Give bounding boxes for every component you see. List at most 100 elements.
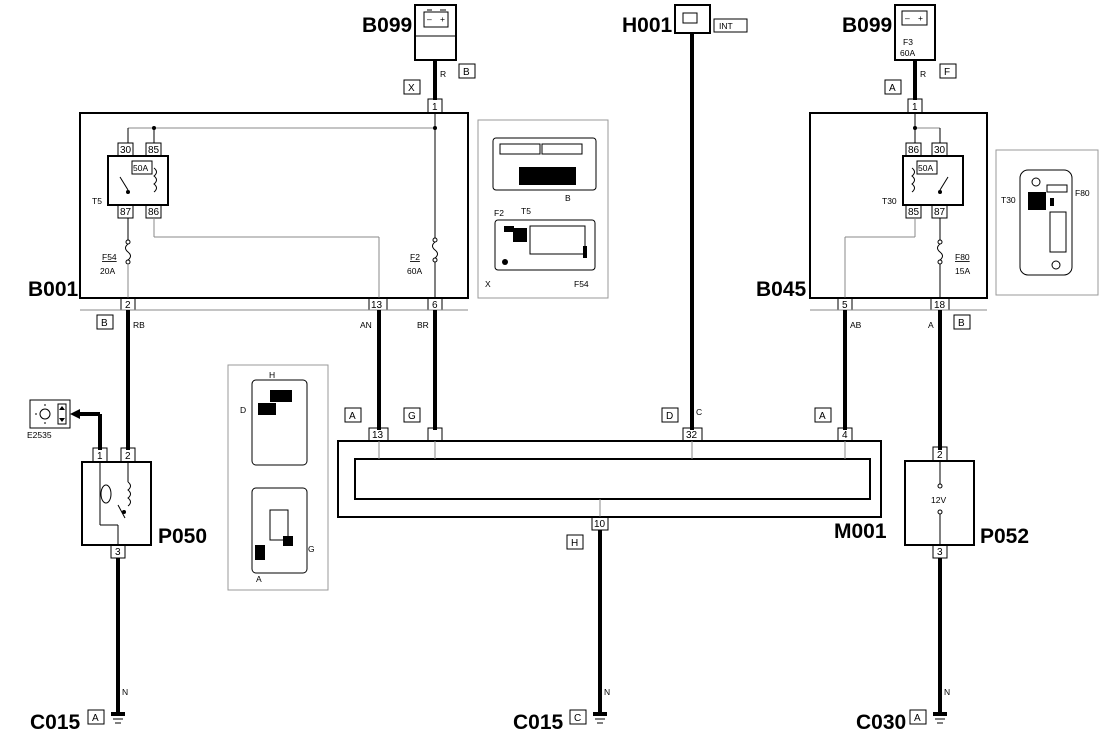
wire-label-r-left: R (440, 69, 446, 79)
inset-m001-layout: H D G A (227, 364, 329, 591)
svg-text:B: B (101, 318, 108, 329)
svg-text:13: 13 (371, 300, 383, 311)
svg-text:1: 1 (97, 451, 103, 462)
svg-text:50A: 50A (918, 163, 933, 173)
svg-text:+: + (918, 13, 923, 23)
ground-c015-c[interactable]: C015 C (513, 709, 607, 734)
svg-text:3: 3 (937, 547, 943, 558)
b099-left-code: B099 (362, 14, 412, 37)
svg-text:A: A (928, 320, 934, 330)
svg-text:87: 87 (934, 207, 946, 218)
svg-text:10: 10 (594, 519, 606, 530)
p050-code: P050 (158, 525, 207, 548)
svg-text:13: 13 (372, 430, 384, 441)
svg-text:RB: RB (133, 320, 145, 330)
svg-text:15A: 15A (955, 266, 970, 276)
svg-text:N: N (122, 687, 128, 697)
b001-code: B001 (28, 278, 79, 301)
svg-text:C030: C030 (856, 711, 906, 734)
m001-code: M001 (834, 520, 887, 543)
svg-text:H: H (571, 538, 578, 549)
svg-text:F3: F3 (903, 37, 913, 47)
svg-text:2: 2 (937, 450, 943, 461)
svg-text:C015: C015 (30, 711, 81, 734)
svg-text:–: – (905, 13, 910, 23)
fusebox-b001[interactable]: B001 30 85 50A T5 87 86 F54 20A (28, 112, 469, 311)
svg-text:B: B (565, 193, 571, 203)
svg-text:T5: T5 (92, 196, 102, 206)
svg-text:AB: AB (850, 320, 862, 330)
svg-text:87: 87 (120, 207, 132, 218)
svg-text:AN: AN (360, 320, 372, 330)
svg-text:C: C (696, 407, 702, 417)
svg-text:30: 30 (934, 145, 946, 156)
svg-text:INT: INT (719, 21, 733, 31)
svg-text:5: 5 (842, 300, 848, 311)
svg-text:32: 32 (686, 430, 698, 441)
svg-text:85: 85 (148, 145, 160, 156)
svg-text:1: 1 (912, 102, 918, 113)
inset-b045-layout: T30 F80 (995, 149, 1099, 296)
svg-text:50A: 50A (133, 163, 148, 173)
svg-text:85: 85 (908, 207, 920, 218)
module-m001[interactable]: A G D A 13 32 4 M001 10 H (337, 407, 887, 550)
switch-p052[interactable]: 2 12V P052 3 (904, 446, 1029, 559)
svg-text:F: F (944, 67, 950, 78)
conn-x: X (408, 83, 415, 94)
svg-text:F54: F54 (574, 279, 589, 289)
battery-b099-right[interactable]: – + F3 60A B099 (842, 4, 936, 61)
b099-right-code: B099 (842, 14, 892, 37)
svg-text:A: A (819, 411, 826, 422)
svg-text:A: A (889, 83, 896, 94)
svg-text:30: 30 (120, 145, 132, 156)
p052-code: P052 (980, 525, 1029, 548)
svg-text:H: H (269, 370, 275, 380)
svg-text:A: A (349, 411, 356, 422)
svg-text:T5: T5 (521, 206, 531, 216)
battery-b099-left[interactable]: – + B099 (362, 4, 457, 61)
svg-text:+: + (440, 14, 445, 24)
svg-text:N: N (604, 687, 610, 697)
svg-text:BR: BR (417, 320, 429, 330)
svg-text:F54: F54 (102, 252, 117, 262)
svg-text:1: 1 (432, 102, 438, 113)
svg-text:18: 18 (934, 300, 946, 311)
svg-text:C: C (574, 713, 581, 724)
svg-text:G: G (408, 411, 416, 422)
svg-text:20A: 20A (100, 266, 115, 276)
svg-text:X: X (485, 279, 491, 289)
svg-text:4: 4 (842, 430, 848, 441)
svg-text:2: 2 (125, 300, 131, 311)
svg-text:86: 86 (148, 207, 160, 218)
svg-text:F2: F2 (494, 208, 504, 218)
svg-text:F2: F2 (410, 252, 420, 262)
svg-text:A: A (914, 713, 921, 724)
fusebox-b045[interactable]: B045 86 30 50A T30 85 87 F80 15A 5 18 (756, 112, 988, 311)
svg-text:B: B (958, 318, 965, 329)
ignition-switch-h001[interactable]: INT H001 (622, 4, 748, 37)
svg-text:A: A (92, 713, 99, 724)
svg-text:A: A (256, 574, 262, 584)
svg-text:6: 6 (432, 300, 438, 311)
svg-text:12V: 12V (931, 495, 946, 505)
svg-text:D: D (666, 411, 673, 422)
svg-text:T30: T30 (1001, 195, 1016, 205)
svg-text:R: R (920, 69, 926, 79)
svg-text:60A: 60A (407, 266, 422, 276)
switch-p050[interactable]: 1 2 P050 3 (81, 447, 207, 559)
svg-text:E2535: E2535 (27, 430, 52, 440)
svg-text:T30: T30 (882, 196, 897, 206)
ground-c015-a[interactable]: C015 A (30, 709, 125, 734)
conn-b-left: B (463, 67, 470, 78)
ground-c030-a[interactable]: C030 A (856, 709, 947, 734)
h001-code: H001 (622, 14, 673, 37)
svg-text:3: 3 (115, 547, 121, 558)
svg-text:–: – (427, 14, 432, 24)
svg-text:D: D (240, 405, 246, 415)
svg-text:86: 86 (908, 145, 920, 156)
e2535-lamp[interactable]: E2535 (27, 399, 71, 440)
svg-text:2: 2 (125, 451, 131, 462)
svg-text:G: G (308, 544, 315, 554)
svg-text:60A: 60A (900, 48, 915, 58)
